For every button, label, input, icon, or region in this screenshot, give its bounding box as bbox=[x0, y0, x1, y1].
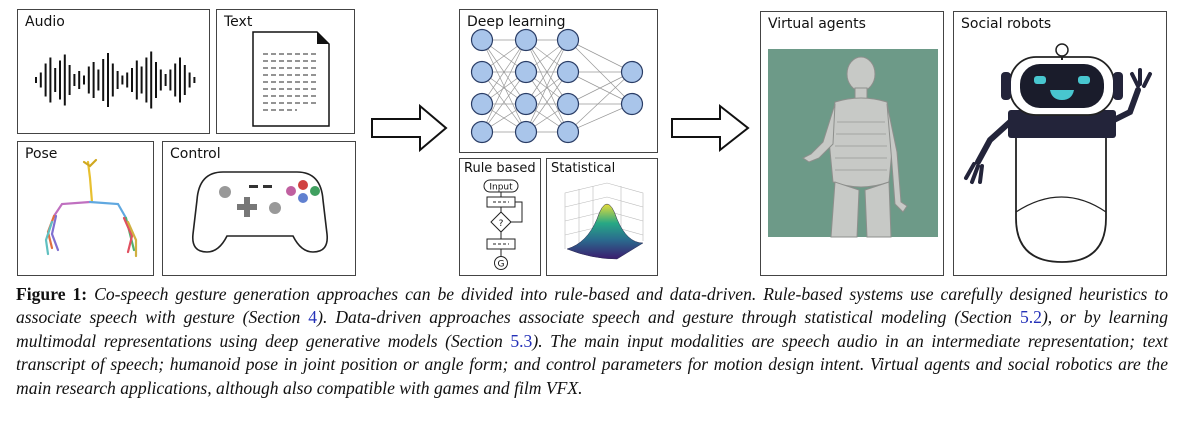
neural-network-icon bbox=[470, 28, 644, 144]
nn-edge bbox=[481, 71, 527, 133]
flowchart-icon: Input ? G bbox=[483, 179, 523, 270]
control-panel: Control bbox=[162, 141, 356, 276]
nn-neuron bbox=[620, 92, 644, 116]
nn-edge bbox=[567, 71, 633, 133]
nn-edge bbox=[567, 103, 633, 133]
section-ref-link[interactable]: 5.2 bbox=[1019, 307, 1042, 328]
robot-icon bbox=[964, 43, 1152, 263]
social-robots-label: Social robots bbox=[961, 16, 1052, 32]
caption-text: ). The main input modalities are speech … bbox=[16, 330, 1168, 398]
statistical-panel: Statistical bbox=[546, 158, 658, 276]
caption-text: ). Data-driven approaches associate spee… bbox=[317, 307, 1020, 328]
nn-edge bbox=[567, 71, 633, 105]
control-label: Control bbox=[170, 146, 221, 162]
nn-neuron bbox=[470, 60, 494, 84]
nn-neuron bbox=[556, 60, 580, 84]
figure: Audio Text Pose bbox=[17, 9, 1167, 276]
nn-edge bbox=[525, 39, 569, 105]
flow-goal: G bbox=[498, 260, 505, 270]
nn-neuron bbox=[470, 92, 494, 116]
audio-label: Audio bbox=[25, 14, 65, 30]
skeleton-icon bbox=[44, 158, 138, 258]
document-icon bbox=[252, 31, 330, 127]
pose-label: Pose bbox=[25, 146, 58, 162]
audio-panel: Audio bbox=[17, 9, 210, 134]
pose-panel: Pose bbox=[17, 141, 154, 276]
nn-neuron bbox=[514, 92, 538, 116]
nn-neuron bbox=[514, 60, 538, 84]
gamepad-icon bbox=[191, 171, 329, 253]
nn-edge bbox=[525, 71, 569, 133]
section-ref-link[interactable]: 4 bbox=[308, 307, 318, 328]
nn-edge bbox=[567, 39, 633, 73]
section-ref-link[interactable]: 5.3 bbox=[510, 330, 533, 351]
caption-text: ), or by learning multimodal representat… bbox=[16, 307, 1168, 351]
nn-neuron bbox=[514, 28, 538, 52]
statistical-label: Statistical bbox=[551, 161, 616, 176]
nn-edge bbox=[525, 39, 569, 133]
nn-neuron bbox=[556, 120, 580, 144]
nn-neuron bbox=[556, 28, 580, 52]
deep-learning-panel: Deep learning bbox=[459, 9, 658, 153]
virtual-agents-panel: Virtual agents bbox=[760, 11, 944, 276]
social-robots-panel: Social robots bbox=[953, 11, 1167, 276]
text-label: Text bbox=[224, 14, 253, 30]
caption-label: Figure 1: bbox=[16, 284, 88, 304]
text-panel: Text bbox=[216, 9, 355, 134]
nn-edge bbox=[481, 39, 527, 133]
nn-neuron bbox=[470, 120, 494, 144]
rule-based-panel: Rule based Input ? G bbox=[459, 158, 541, 276]
nn-neuron bbox=[556, 92, 580, 116]
virtual-agents-label: Virtual agents bbox=[768, 16, 866, 32]
flow-input: Input bbox=[489, 183, 513, 193]
humanoid-icon bbox=[768, 49, 938, 238]
caption-text: Co-speech gesture generation approaches … bbox=[16, 284, 1168, 328]
nn-neuron bbox=[470, 28, 494, 52]
deep-learning-label: Deep learning bbox=[467, 14, 566, 30]
rule-based-label: Rule based bbox=[464, 161, 536, 176]
waveform-icon bbox=[35, 51, 196, 109]
nn-edge bbox=[481, 39, 527, 105]
nn-neuron bbox=[620, 60, 644, 84]
nn-neuron bbox=[514, 120, 538, 144]
surface-plot-icon bbox=[564, 182, 644, 260]
figure-caption: Figure 1: Co-speech gesture generation a… bbox=[16, 283, 1168, 400]
flow-decision: ? bbox=[499, 219, 504, 229]
